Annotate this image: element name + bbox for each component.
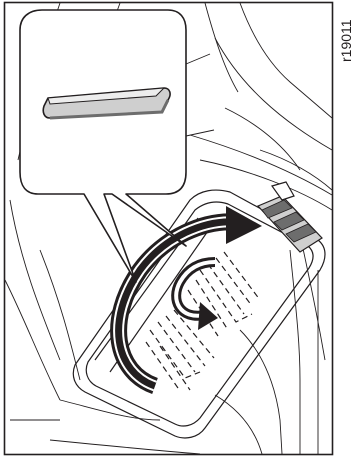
figure-code: r19011	[339, 4, 354, 62]
curved-arrow-icon	[119, 206, 262, 386]
lever-handle-icon	[258, 182, 322, 252]
